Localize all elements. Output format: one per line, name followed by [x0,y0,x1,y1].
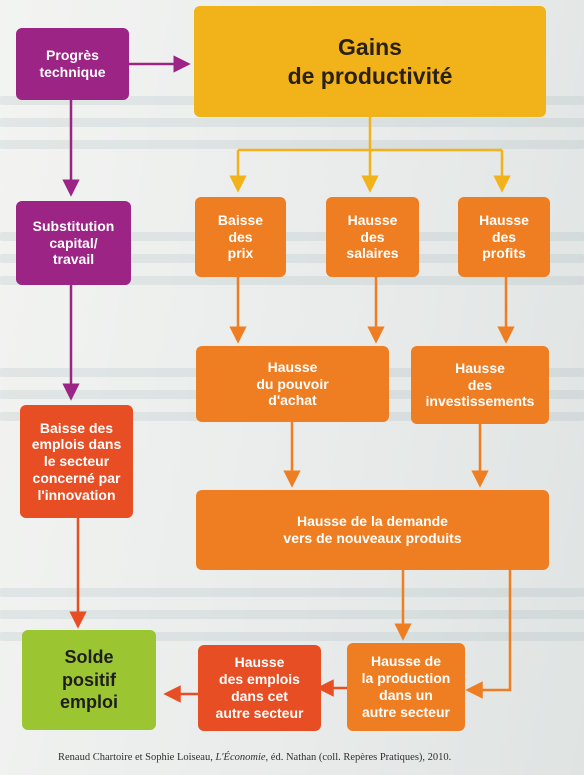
caption-rest: , éd. Nathan (coll. Repères Pratiques), … [265,752,452,763]
box-baisse-des-emplois: Baisse des emplois dans le secteur conce… [20,405,133,518]
box-baisse-des-prix: Baisse des prix [195,197,286,277]
box-hausse-production-autre-secteur: Hausse de la production dans un autre se… [347,643,465,731]
background-text-line [0,254,584,263]
box-hausse-des-salaires: Hausse des salaires [326,197,419,277]
background-text-line [0,632,584,641]
source-caption: Renaud Chartoire et Sophie Loiseau, L'Éc… [58,752,451,763]
box-hausse-pouvoir-achat: Hausse du pouvoir d'achat [196,346,389,422]
background-text-line [0,140,584,149]
caption-authors: Renaud Chartoire et Sophie Loiseau, [58,752,216,763]
background-text-line [0,610,584,619]
box-hausse-de-la-demande: Hausse de la demande vers de nouveaux pr… [196,490,549,570]
box-hausse-investissements: Hausse des investissements [411,346,549,424]
box-substitution-capital-travail: Substitution capital/ travail [16,201,131,285]
box-hausse-emplois-autre-secteur: Hausse des emplois dans cet autre secteu… [198,645,321,731]
caption-title: L'Économie [215,752,266,763]
box-progres-technique: Progrès technique [16,28,129,100]
background-text-line [0,588,584,597]
box-gains-productivite: Gains de productivité [194,6,546,117]
arrow-demande-to-production-right [465,570,512,699]
background-text-line [0,118,584,127]
background-text-line [0,232,584,241]
box-hausse-des-profits: Hausse des profits [458,197,550,277]
background-text-line [0,276,584,285]
box-solde-positif-emploi: Solde positif emploi [22,630,156,730]
arrow-gains-branch [238,117,502,152]
